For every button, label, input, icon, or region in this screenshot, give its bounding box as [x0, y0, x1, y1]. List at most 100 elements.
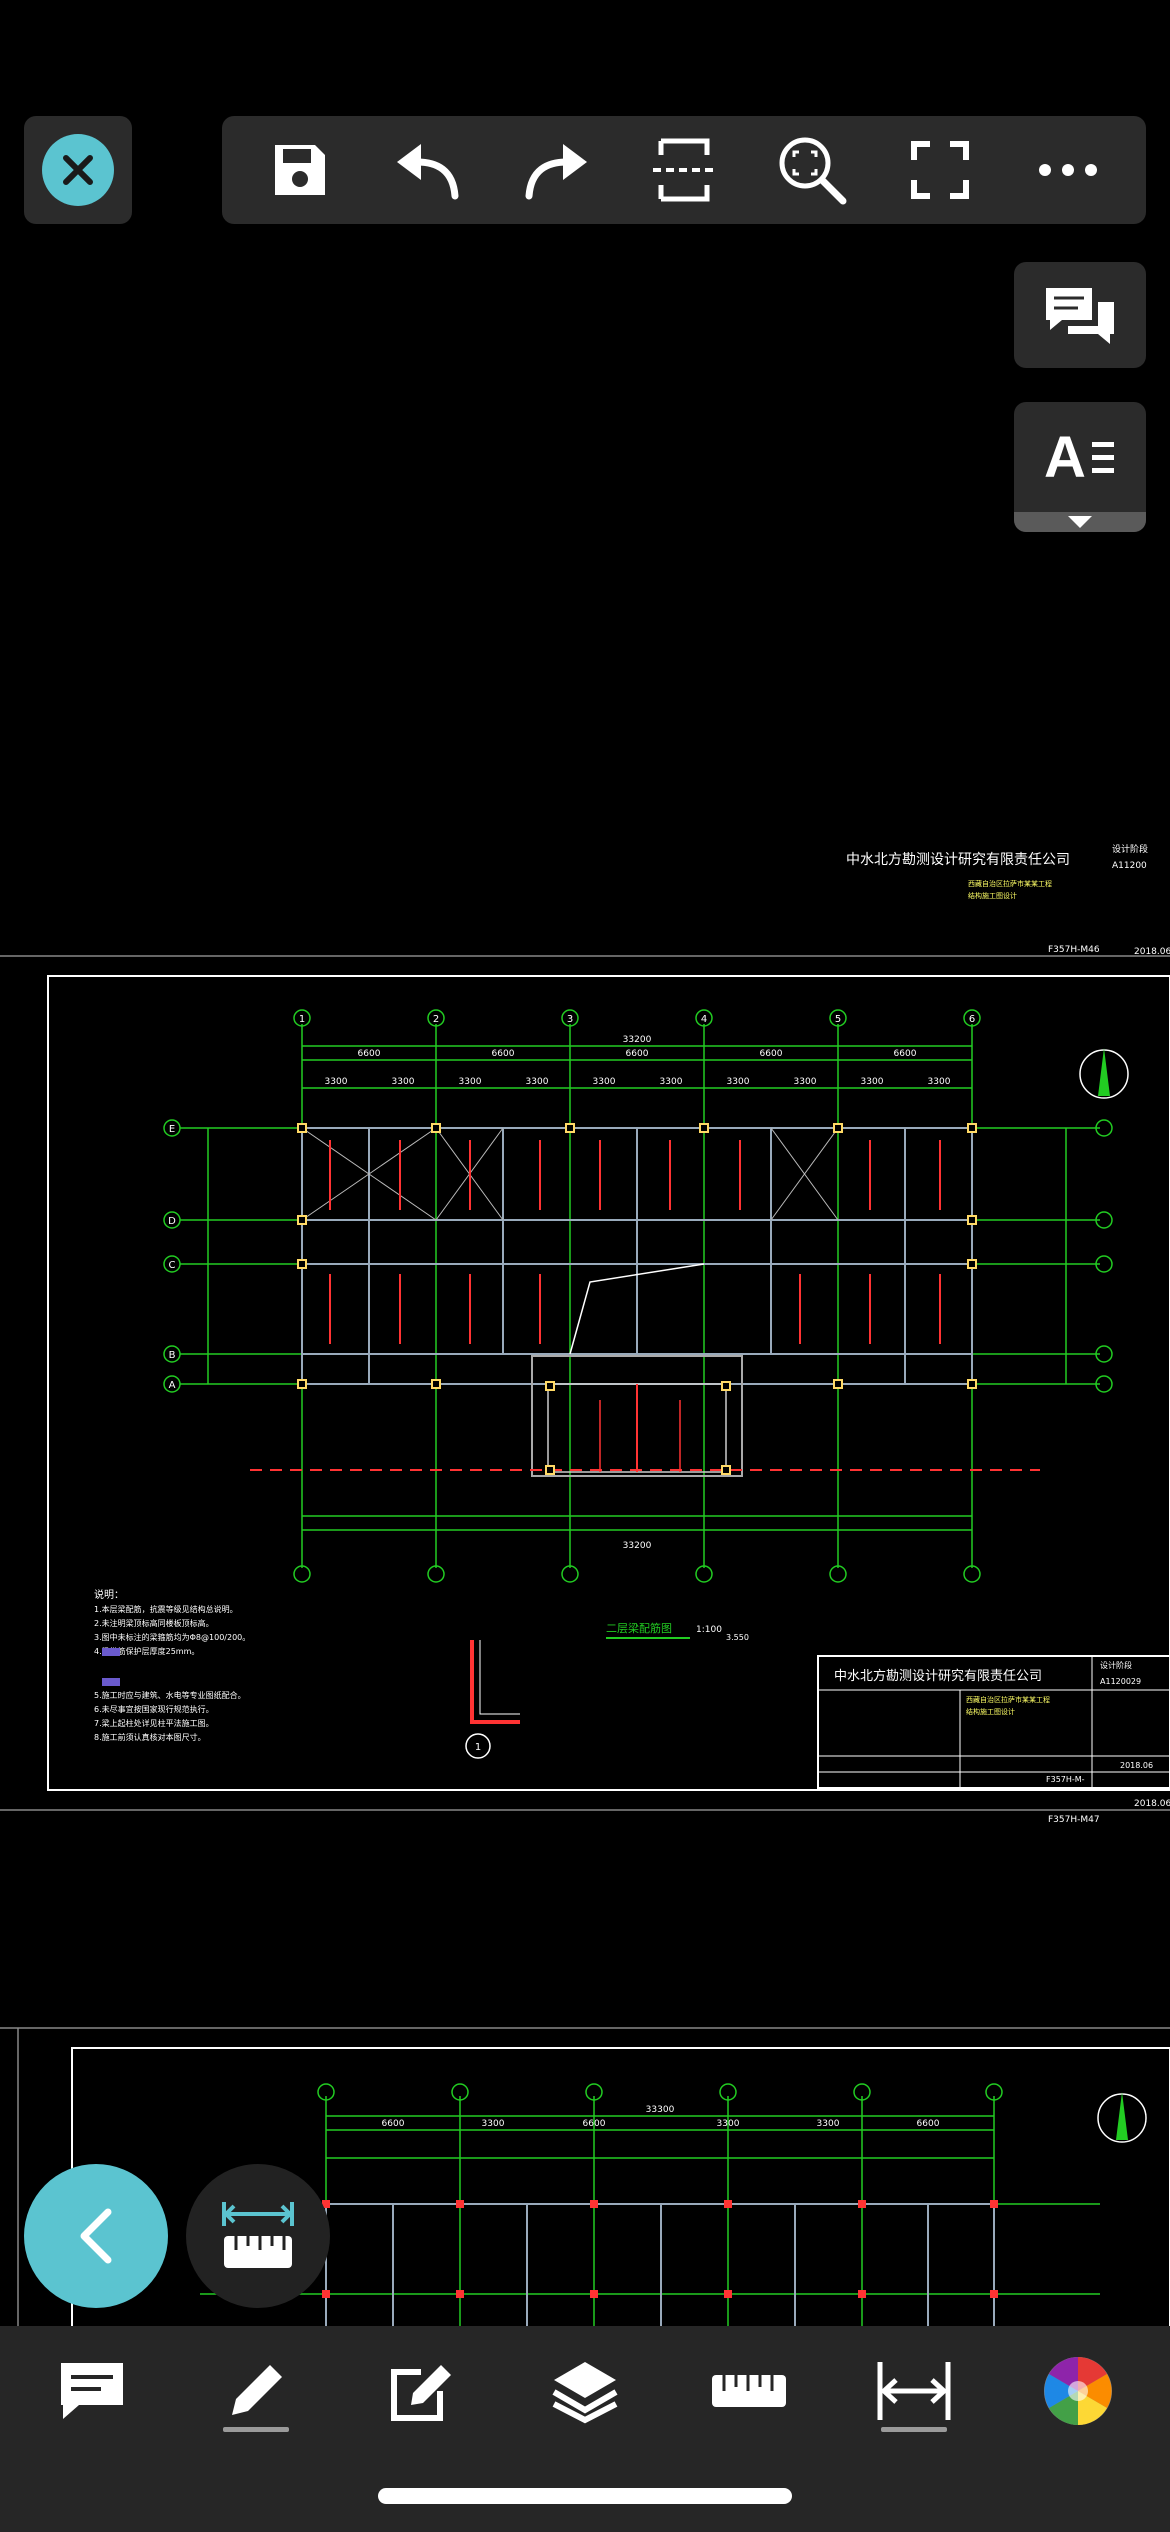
redo-icon: [525, 144, 587, 200]
sheet-3: 33300 6600 3300 6600 3300 3300 6600: [0, 2027, 1170, 2349]
axis-label-6-top: 6: [969, 1014, 975, 1025]
undo-button[interactable]: [378, 120, 478, 220]
axis-label-5-top: 5: [835, 1014, 841, 1025]
sheet3-dimension-text: 33300 6600 3300 6600 3300 3300 6600: [382, 2105, 940, 2129]
sheet2-code: F357H-M47: [1048, 1815, 1100, 1825]
text-style-button[interactable]: A: [1014, 402, 1146, 532]
title-block-project-2: 结构施工图设计: [966, 1707, 1015, 1716]
sheet2-detail: 1: [465, 1640, 520, 1759]
note-4: 4.梁纵筋保护层厚度25mm。: [94, 1646, 199, 1656]
split-view-icon: [653, 138, 715, 202]
axis-label-b: B: [169, 1350, 176, 1361]
sheet3-dimensions: [326, 2115, 994, 2159]
sheet2-axis-bubbles: [163, 1009, 1113, 1583]
top-toolbar: [222, 116, 1146, 224]
title-block-drawing-no: A1120029: [1100, 1677, 1141, 1686]
sheet1-date: 2018.06: [1134, 947, 1170, 957]
title-block-company: 中水北方勘测设计研究有限责任公司: [834, 1668, 1042, 1684]
axis-label-4-top: 4: [701, 1014, 707, 1025]
measure-button[interactable]: [186, 2164, 330, 2308]
bay-dim-4: 6600: [760, 1049, 783, 1059]
zoom-fit-button[interactable]: [762, 120, 862, 220]
fullscreen-icon: [911, 141, 969, 199]
comment-tool-button[interactable]: [37, 2336, 147, 2446]
comments-icon: [1046, 288, 1114, 344]
more-button[interactable]: [1018, 120, 1118, 220]
bay-dim-5: 6600: [894, 1049, 917, 1059]
pen-tool-button[interactable]: [201, 2336, 311, 2446]
edit-note-tool-button[interactable]: [366, 2336, 476, 2446]
back-button[interactable]: [24, 2164, 168, 2308]
layers-tool-button[interactable]: [530, 2336, 640, 2446]
sheet2-stair-block: [531, 1263, 743, 1477]
fullscreen-button[interactable]: [890, 120, 990, 220]
sheet1-label: 设计阶段: [1112, 843, 1148, 855]
more-icon: [1039, 164, 1097, 176]
caret-down-icon: [1068, 516, 1092, 528]
axis-label-a: A: [169, 1380, 176, 1391]
sheet3-north-arrow: [1097, 2092, 1147, 2143]
home-indicator[interactable]: [378, 2488, 792, 2504]
pen-active-indicator: [223, 2427, 290, 2432]
sheet3-bay-dim-3: 6600: [583, 2119, 606, 2129]
note-hatch-swatch-2: [102, 1678, 120, 1686]
sheet-2: F357H-M47 2018.06: [0, 975, 1170, 1825]
bay-dim-3: 6600: [626, 1049, 649, 1059]
sheet2-columns: [297, 1123, 977, 1475]
bay-dim-2: 6600: [492, 1049, 515, 1059]
sheet1-code: F357H-M46: [1048, 945, 1100, 955]
sheet2-rebar: [250, 1140, 1040, 1471]
note-1: 1.本层梁配筋，抗震等级见结构总说明。: [94, 1604, 238, 1614]
text-style-icon: A: [1044, 429, 1116, 487]
axis-label-3-top: 3: [567, 1014, 573, 1025]
notes-title: 说明：: [94, 1588, 124, 1601]
sheet2-beams: [301, 1127, 973, 1385]
sub-dim-8: 3300: [794, 1077, 817, 1087]
comment-icon: [61, 2363, 124, 2419]
title-block-date: 2018.06: [1120, 1761, 1153, 1770]
sub-dim-7: 3300: [727, 1077, 750, 1087]
pen-icon: [232, 2365, 283, 2415]
sub-dim-9: 3300: [861, 1077, 884, 1087]
title-block-sheet: F357H-M-: [1046, 1775, 1085, 1784]
sub-dim-4: 3300: [526, 1077, 549, 1087]
note-2: 2.未注明梁顶标高同楼板顶标高。: [94, 1618, 214, 1628]
comments-button[interactable]: [1014, 262, 1146, 368]
detail-label: 1: [475, 1742, 481, 1753]
total-dim: 33200: [623, 1035, 652, 1045]
sheet2-date: 2018.06: [1134, 1799, 1170, 1809]
dimension-icon: [877, 2362, 951, 2420]
undo-icon: [397, 144, 459, 200]
close-icon: [42, 134, 114, 206]
close-button[interactable]: [24, 116, 132, 224]
save-button[interactable]: [250, 120, 350, 220]
sheet2-dimension-text: 33200 6600 6600 6600 6600 6600 3300 3300…: [325, 1035, 951, 1551]
save-icon: [275, 145, 325, 195]
plan-scale: 1:100: [696, 1625, 722, 1635]
sub-dim-2: 3300: [392, 1077, 415, 1087]
axis-label-1-top: 1: [299, 1014, 305, 1025]
sheet1-project-line2: 结构施工图设计: [968, 891, 1017, 900]
sheet2-title-block: 中水北方勘测设计研究有限责任公司 设计阶段 A1120029 西藏自治区拉萨市某…: [817, 1655, 1170, 1789]
sheet3-bay-dim-5: 3300: [817, 2119, 840, 2129]
color-wheel-icon: [1043, 2357, 1112, 2425]
axis-label-e: E: [169, 1124, 175, 1135]
split-view-button[interactable]: [634, 120, 734, 220]
sheet3-beams: [325, 2203, 995, 2345]
sheet2-dimensions: [207, 1045, 1067, 1531]
text-style-caret[interactable]: [1014, 512, 1146, 532]
redo-button[interactable]: [506, 120, 606, 220]
title-block-stage: 设计阶段: [1100, 1660, 1132, 1670]
plan-level: 3.550: [726, 1633, 749, 1642]
edit-note-icon: [390, 2365, 451, 2421]
color-picker-button[interactable]: [1023, 2336, 1133, 2446]
sheet3-columns: [322, 2200, 998, 2298]
layers-icon: [552, 2362, 618, 2424]
sub-dim-6: 3300: [660, 1077, 683, 1087]
axis-label-2-top: 2: [433, 1014, 439, 1025]
sub-dim-10: 3300: [928, 1077, 951, 1087]
dimension-tool-button[interactable]: [859, 2336, 969, 2446]
sheet3-bay-dim-4: 3300: [717, 2119, 740, 2129]
ruler-tool-button[interactable]: [694, 2336, 804, 2446]
